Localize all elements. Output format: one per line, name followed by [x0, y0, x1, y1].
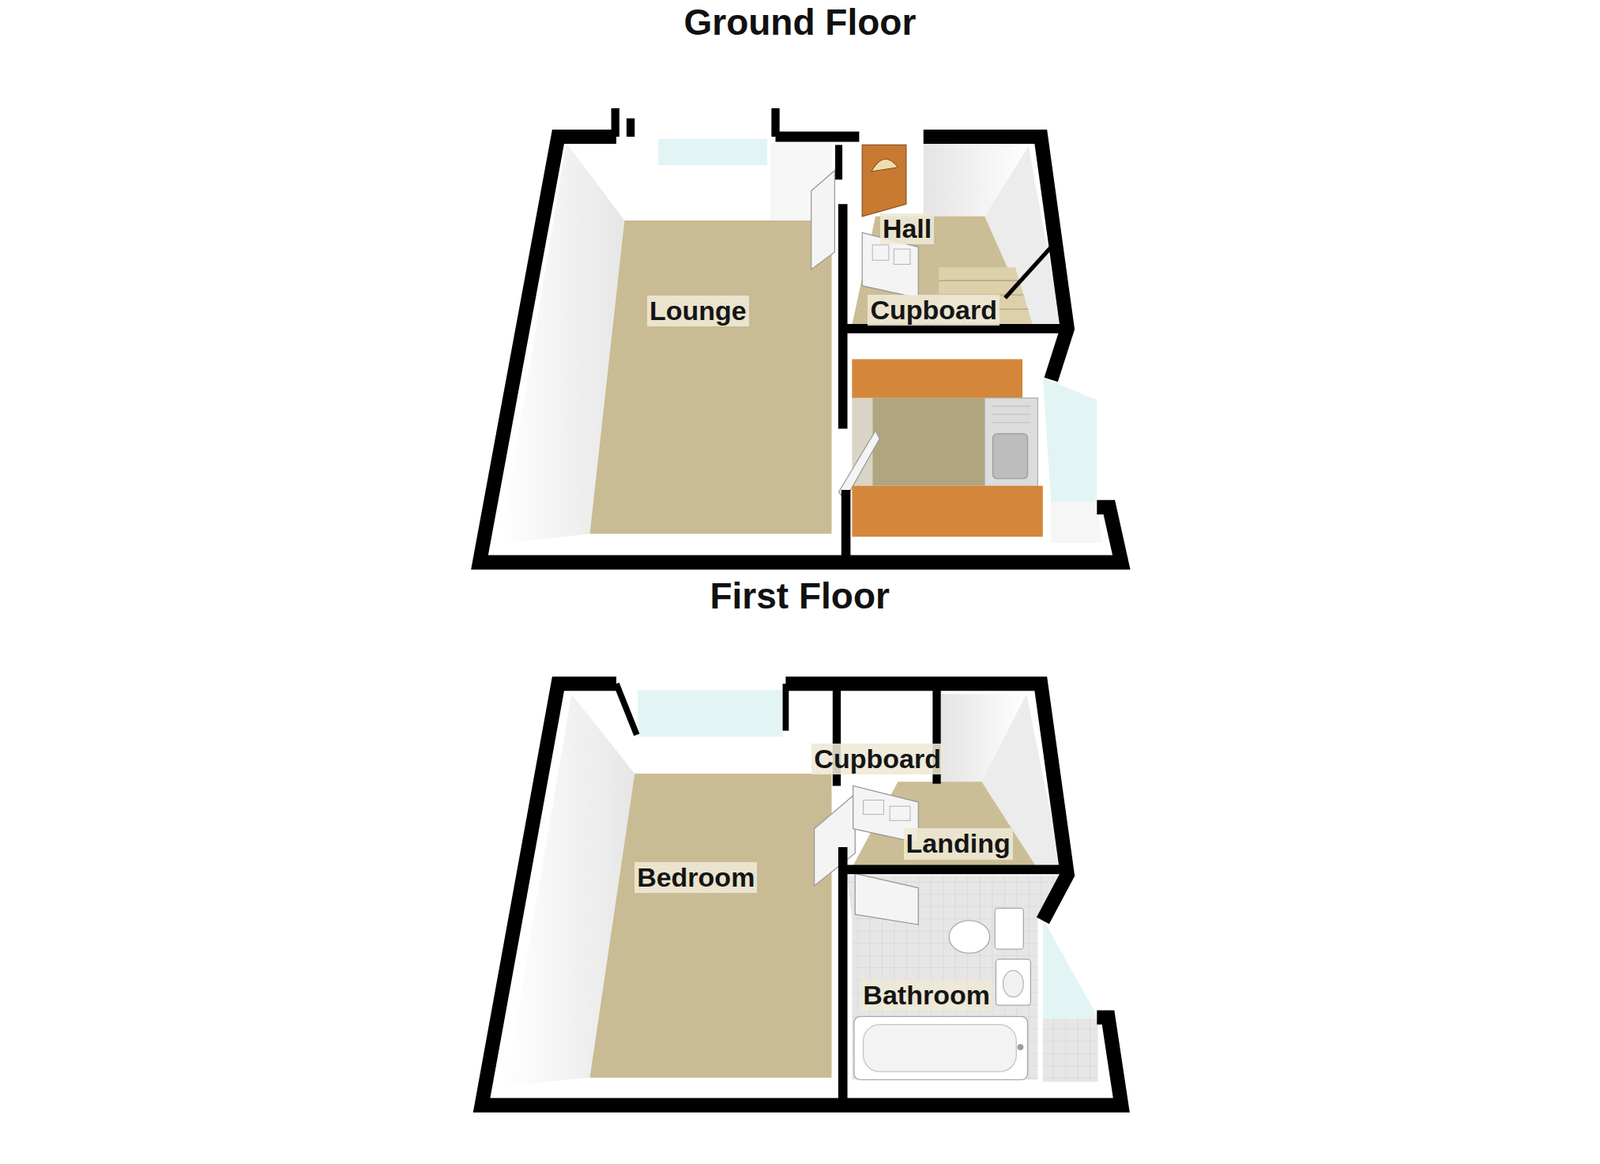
plan-shape: [785, 683, 1067, 921]
plan-shape: [851, 485, 1043, 538]
plan-shape: [481, 683, 1122, 1105]
room-label: Bedroom: [634, 862, 757, 893]
plan-shape: [839, 430, 881, 501]
plan-shape: [862, 144, 907, 216]
plan-shape: [851, 897, 1038, 1080]
plan-shape: [854, 1016, 1028, 1080]
room-label: Cupboard: [811, 743, 944, 775]
floor-plan: Ground FloorLounge HallCupboard: [442, 0, 1157, 567]
plan-shape: [1017, 1043, 1024, 1051]
room: Landing: [900, 825, 1017, 862]
plan-shape: [589, 220, 832, 534]
room-label: Cupboard: [867, 294, 1000, 326]
plan-shape: [589, 773, 832, 1078]
plan-shape: [1042, 1018, 1099, 1082]
room-label: Bathroom: [860, 979, 993, 1011]
plan-shape: [847, 335, 1054, 360]
room: Lounge: [643, 293, 753, 329]
room: Cupboard: [808, 741, 947, 777]
plan-shape: [871, 158, 899, 172]
first-floor-plan: [481, 683, 1122, 1105]
plan-shape: [1050, 501, 1103, 543]
plan-shape: [923, 136, 1068, 380]
room: Bedroom: [631, 859, 761, 896]
plan-shape: [847, 143, 929, 217]
plan-shape: [835, 144, 843, 180]
plan-shape: [1005, 244, 1054, 298]
room-label: Lounge: [647, 295, 750, 327]
plan-shape: [1002, 970, 1024, 998]
plan-shape: [838, 203, 848, 429]
plan-shape: [851, 781, 1037, 867]
room: Bathroom: [857, 977, 996, 1013]
plan-shape: [843, 865, 1068, 875]
plan-shape: [838, 847, 848, 1106]
plan-shape: [872, 398, 985, 486]
plan-shape: [863, 799, 885, 814]
plan-shape: [889, 805, 911, 821]
plan-shape: [948, 920, 991, 953]
plan-shape: [993, 433, 1028, 479]
plan-shape: [851, 359, 1023, 399]
plan-shape: [994, 907, 1024, 949]
plan-shape: [616, 683, 637, 735]
plan-shape: [991, 406, 1031, 423]
floor-plan: First FloorBedroom CupboardLandingBathroo…: [442, 573, 1157, 1123]
plan-shape: [984, 398, 1038, 489]
plan-shape: [479, 108, 1122, 563]
plan-shape: [811, 170, 836, 270]
plan-shape: [481, 683, 1122, 1105]
plan-shape: [479, 136, 1122, 563]
room: Cupboard: [864, 292, 1003, 328]
plan-shape: [872, 244, 889, 260]
plan-shape: [995, 959, 1031, 1006]
plan-shape: [615, 108, 776, 137]
plan-shape: [658, 139, 768, 166]
plan-shape: [1042, 377, 1097, 503]
plan-shape: [783, 683, 790, 731]
plan-shape: [893, 248, 911, 264]
plan-shape: [841, 489, 851, 563]
ground-floor-plan: [479, 108, 1122, 563]
plan-shape: [479, 108, 1122, 1106]
plan-shape: [854, 873, 919, 925]
plan-shape: [775, 131, 860, 143]
plan-shape: [863, 1024, 1017, 1072]
plan-shape: [1042, 918, 1097, 1019]
plan-shape: [637, 689, 783, 737]
floor-heading: Ground Floor: [683, 1, 916, 44]
room-label: Hall: [880, 213, 934, 245]
room: Hall: [877, 210, 938, 247]
room-label: Landing: [903, 828, 1013, 859]
floor-heading: First Floor: [709, 575, 889, 618]
